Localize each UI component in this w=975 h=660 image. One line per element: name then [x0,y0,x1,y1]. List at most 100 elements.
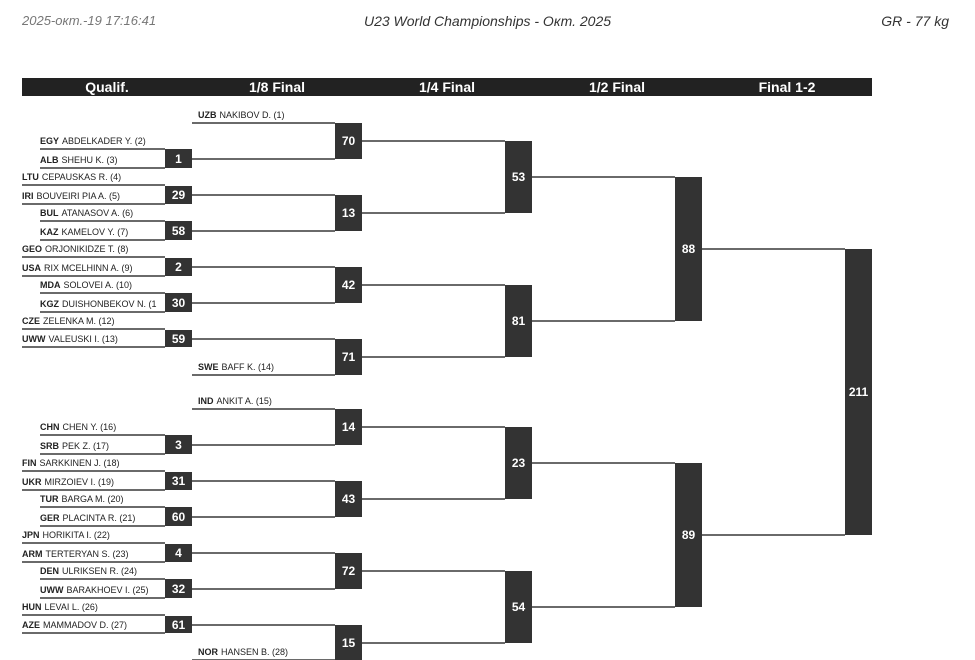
bout-box-r16[interactable]: 42 [335,267,362,303]
wrestler-name: PEK Z. (17) [62,441,110,451]
bout-box-qualif[interactable]: 58 [165,221,192,240]
bout-box-qualif[interactable]: 61 [165,616,192,633]
bout-box-qualif[interactable]: 60 [165,507,192,526]
bout-box-qualif[interactable]: 32 [165,579,192,598]
country-code: NOR [198,647,218,657]
country-code: UKR [22,477,42,487]
bout-box-qualif[interactable]: 4 [165,544,192,562]
bout-box-r16[interactable]: 14 [335,409,362,445]
round-header-r16: 1/8 Final [248,79,306,95]
wrestler-name: ORJONIKIDZE T. (8) [45,244,129,254]
wrestler-name: DUISHONBEKOV N. (1 [62,299,157,309]
bout-box-r16[interactable]: 43 [335,481,362,517]
country-code: GEO [22,244,43,254]
wrestler-name: ABDELKADER Y. (2) [62,136,146,146]
country-code: DEN [40,566,60,576]
wrestler-name: TERTERYAN S. (23) [45,549,129,559]
timestamp: 2025-окт.-19 17:16:41 [22,13,157,28]
country-code: KAZ [40,227,59,237]
bout-box-qualif[interactable]: 30 [165,293,192,312]
wrestler-name: ANKIT A. (15) [216,396,272,406]
wrestler-name: CHEN Y. (16) [62,422,117,432]
bout-box-qf[interactable]: 53 [505,141,532,213]
wrestler-name: NAKIBOV D. (1) [219,110,285,120]
country-code: HUN [22,602,42,612]
bout-box-qualif[interactable]: 3 [165,435,192,454]
wrestler-name: LEVAI L. (26) [44,602,98,612]
country-code: JPN [22,530,40,540]
bout-box-qf[interactable]: 54 [505,571,532,643]
wrestler-name: ULRIKSEN R. (24) [62,566,138,576]
country-code: FIN [22,458,37,468]
country-code: GER [40,513,60,523]
country-code: UWW [22,334,46,344]
wrestler-name: CEPAUSKAS R. (4) [41,172,122,182]
bout-box-r16[interactable]: 72 [335,553,362,589]
bout-box-qualif[interactable]: 1 [165,149,192,168]
country-code: ALB [40,155,59,165]
bout-box-r16[interactable]: 71 [335,339,362,375]
wrestler-name: BARGA M. (20) [61,494,124,504]
wrestler-name: BARAKHOEV I. (25) [66,585,149,595]
wrestler-name: ATANASOV A. (6) [61,208,134,218]
bout-box-final[interactable]: 211 [845,249,872,535]
bout-box-qualif[interactable]: 2 [165,258,192,276]
wrestler-name: KAMELOV Y. (7) [61,227,129,237]
bout-box-qf[interactable]: 81 [505,285,532,357]
round-header-sf: 1/2 Final [588,79,646,95]
bout-box-sf[interactable]: 89 [675,463,702,607]
wrestler-name: SOLOVEI A. (10) [63,280,133,290]
bout-box-qualif[interactable]: 59 [165,330,192,347]
country-code: SRB [40,441,60,451]
wrestler-name: ZELENKA M. (12) [43,316,115,326]
country-code: UWW [40,585,64,595]
bout-box-r16[interactable]: 70 [335,123,362,159]
wrestler-name: HANSEN B. (28) [221,647,289,657]
bout-box-qualif[interactable]: 29 [165,186,192,204]
country-code: USA [22,263,42,273]
country-code: CZE [22,316,40,326]
country-code: AZE [22,620,40,630]
bout-box-qualif[interactable]: 31 [165,472,192,490]
wrestler-name: MAMMADOV D. (27) [43,620,128,630]
wrestler-name: VALEUSKI I. (13) [48,334,118,344]
country-code: LTU [22,172,39,182]
round-header-final: Final 1-2 [758,79,816,95]
bout-box-sf[interactable]: 88 [675,177,702,321]
page-title: U23 World Championships - Окт. 2025 [363,13,612,29]
bout-box-r16[interactable]: 15 [335,625,362,660]
country-code: TUR [40,494,59,504]
wrestler-name: RIX MCELHINN A. (9) [44,263,133,273]
wrestler-name: BAFF K. (14) [221,362,275,372]
wrestler-name: BOUVEIRI PIA A. (5) [36,191,121,201]
country-code: EGY [40,136,60,146]
wrestler-name: SHEHU K. (3) [61,155,118,165]
bout-box-qf[interactable]: 23 [505,427,532,499]
country-code: CHN [40,422,60,432]
country-code: IND [198,396,214,406]
wrestler-name: SARKKINEN J. (18) [39,458,120,468]
weight-category: GR - 77 kg [881,13,949,29]
bout-box-r16[interactable]: 13 [335,195,362,231]
